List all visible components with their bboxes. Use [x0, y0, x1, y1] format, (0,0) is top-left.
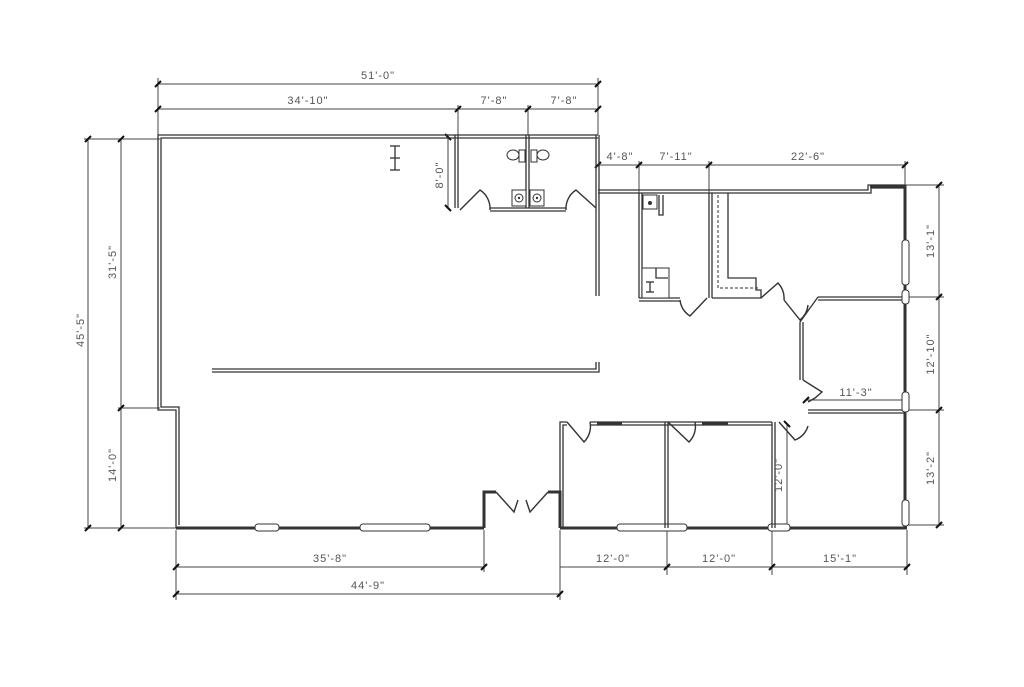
dim-left-overall: 45'-5"	[75, 313, 87, 347]
dimension-lines	[84, 78, 944, 600]
dim-bottom-office-1: 12'-0"	[596, 553, 630, 565]
dim-right-2: 12'-10"	[925, 333, 937, 374]
dimension-labels: 51'-0" 34'-10" 7'-8" 7'-8" 8'-0" 4'-8" 7…	[75, 70, 937, 592]
dim-bottom-office-3: 15'-1"	[823, 553, 857, 565]
dim-right-1: 13'-1"	[925, 224, 937, 258]
dim-office-width: 11'-3"	[839, 387, 872, 399]
dim-mid-3: 22'-6"	[791, 151, 825, 163]
restroom-fixtures	[506, 149, 550, 207]
dim-left-lower: 14'-0"	[107, 448, 119, 482]
dim-restroom-depth: 8'-0"	[434, 162, 446, 189]
walls	[157, 134, 910, 532]
dim-bottom-main: 35'-8"	[313, 553, 347, 565]
fountain-icon	[390, 145, 400, 171]
dim-office-depth: 12'-0"	[773, 458, 785, 492]
dim-left-upper: 31'-5"	[107, 245, 119, 279]
dim-top-restroom-1: 7'-8"	[481, 95, 508, 107]
dim-top-restroom-2: 7'-8"	[551, 95, 578, 107]
dim-mid-1: 4'-8"	[607, 151, 634, 163]
dim-top-overall: 51'-0"	[361, 70, 395, 82]
dim-right-3: 13'-2"	[925, 451, 937, 485]
dim-bottom-overall: 44'-9"	[351, 580, 385, 592]
dim-top-main: 34'-10"	[287, 95, 328, 107]
dim-mid-2: 7'-11"	[659, 151, 692, 163]
dim-bottom-office-2: 12'-0"	[702, 553, 736, 565]
